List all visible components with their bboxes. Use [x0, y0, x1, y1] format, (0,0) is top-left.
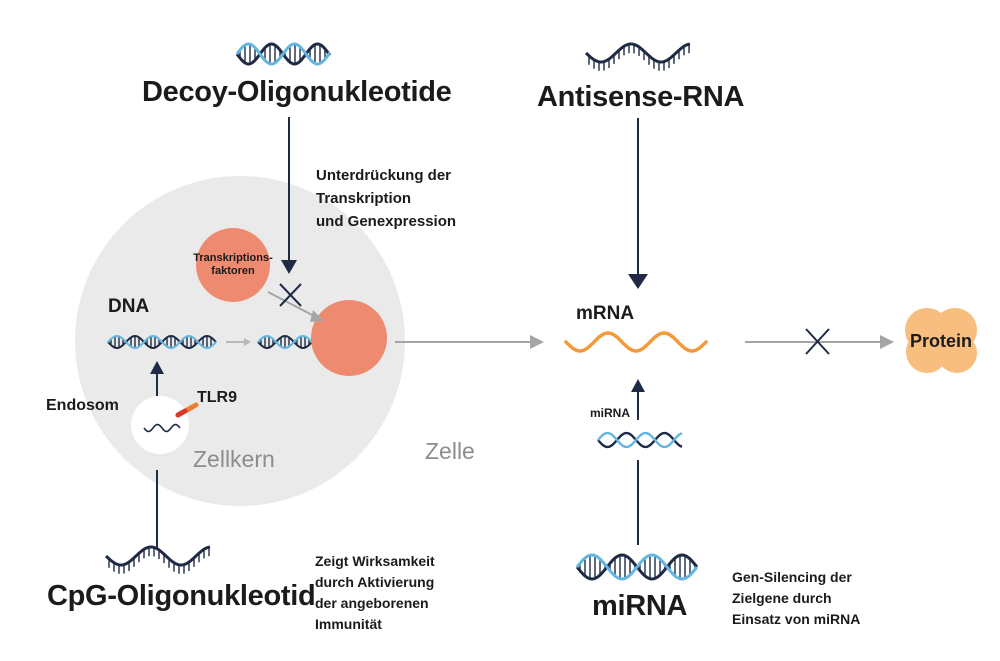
- mirna-helix-icon: [575, 553, 699, 581]
- endosom-strand: [143, 423, 181, 433]
- transcription-factor-bound-circle: [311, 300, 387, 376]
- endosom-label: Endosom: [46, 397, 119, 414]
- transcription-factor-label: Transkriptions- faktoren: [193, 252, 273, 277]
- mrna-strand: [564, 331, 708, 353]
- dna-helix-left: [107, 334, 217, 350]
- tlr9-receptor-tip: [175, 408, 188, 418]
- block-cross-binding: [279, 283, 302, 307]
- arrow-antisense-down-head: [628, 274, 648, 289]
- arrow-decoy-down-head: [281, 260, 297, 274]
- mrna-label: mRNA: [576, 303, 635, 324]
- transcription-factor-circle: [196, 228, 270, 302]
- cpg-strand-icon: [104, 545, 211, 574]
- protein-blob: [905, 308, 977, 373]
- zellkern-label: Zellkern: [193, 446, 275, 472]
- arrow-mrna-to-protein-head: [880, 335, 894, 349]
- protein-label: Protein: [910, 331, 973, 351]
- arrow-factor-binding-head: [310, 310, 324, 322]
- antisense-title: Antisense-RNA: [537, 81, 745, 113]
- mirna-title: miRNA: [592, 590, 688, 622]
- cpg-title: CpG-Oligonukleotid: [47, 580, 316, 612]
- decoy-helix-icon: [235, 42, 332, 66]
- antisense-strand-icon: [584, 42, 691, 71]
- arrow-nucleus-to-mrna-head: [530, 335, 544, 349]
- arrow-mirna-up-head: [631, 379, 645, 392]
- cpg-description: Zeigt Wirksamkeit durch Aktivierung der …: [315, 553, 435, 632]
- tlr9-label: TLR9: [197, 389, 237, 406]
- mirna-small-label: miRNA: [590, 406, 631, 420]
- suppression-description: Unterdrückung der Transkription und Gene…: [316, 167, 457, 230]
- mirna-duplex-icon: [597, 431, 683, 449]
- dna-label: DNA: [108, 296, 150, 317]
- mirna-description: Gen-Silencing der Zielgene durch Einsatz…: [732, 569, 861, 627]
- zelle-label: Zelle: [425, 438, 475, 464]
- arrow-endosom-to-dna-head: [150, 361, 164, 374]
- block-cross-translation: [805, 328, 830, 355]
- arrow-dna-to-dna-head: [244, 338, 251, 346]
- decoy-title: Decoy-Oligonukleotide: [142, 76, 452, 108]
- arrow-factor-binding: [267, 291, 319, 319]
